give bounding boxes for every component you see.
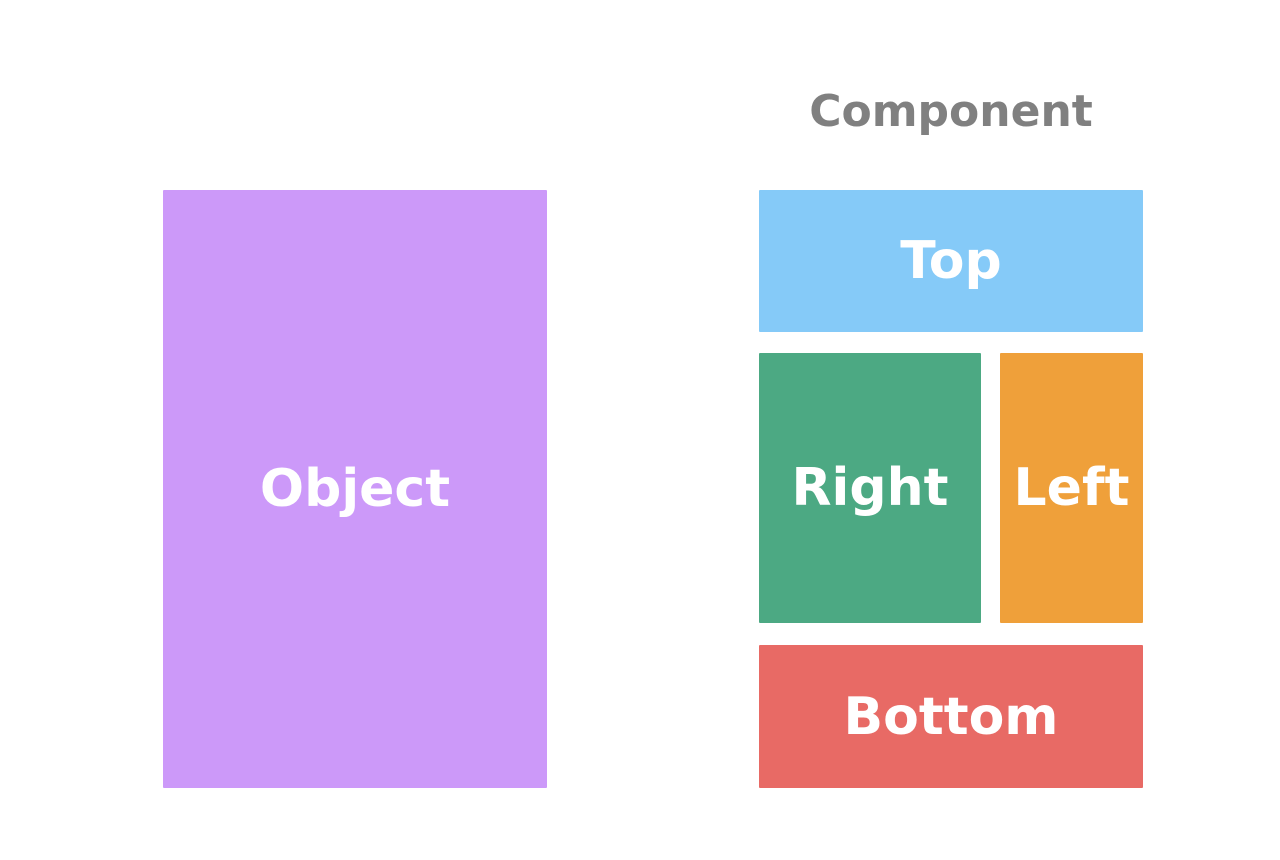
object-box-label: Object <box>259 459 451 519</box>
component-box-left: Left <box>1000 353 1143 623</box>
component-box-top: Top <box>759 190 1143 332</box>
component-box-left-label: Left <box>1013 458 1130 518</box>
object-box: Object <box>163 190 547 788</box>
component-heading: Component <box>809 86 1093 137</box>
component-box-right: Right <box>759 353 981 623</box>
component-box-right-label: Right <box>791 458 949 518</box>
component-box-bottom: Bottom <box>759 645 1143 788</box>
component-box-top-label: Top <box>900 231 1002 291</box>
component-box-bottom-label: Bottom <box>843 686 1059 747</box>
